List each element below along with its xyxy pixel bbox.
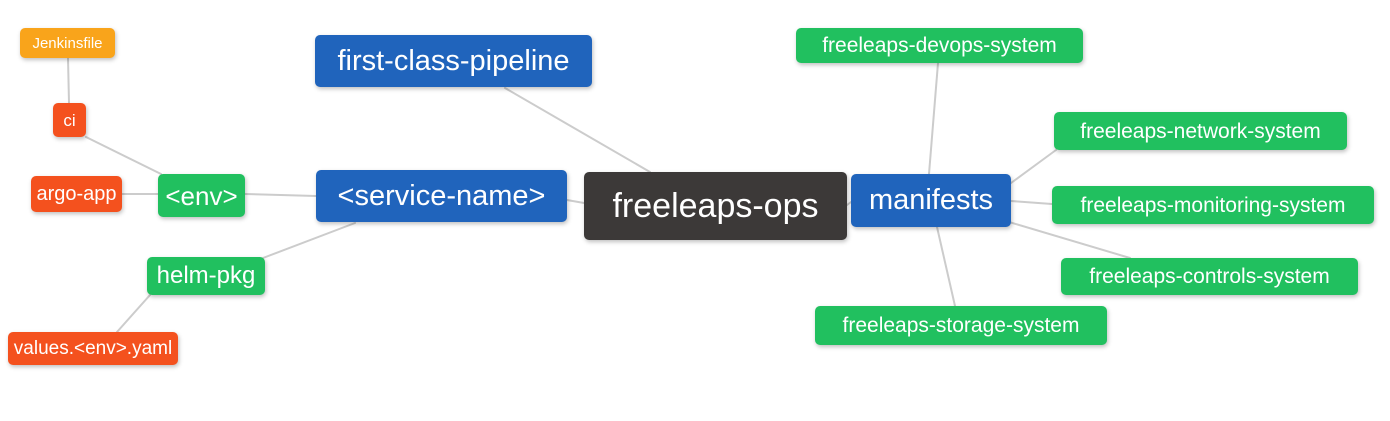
node-first-class-pipeline[interactable]: first-class-pipeline: [315, 35, 592, 87]
edge-ci--env: [85, 136, 162, 175]
node-jenkinsfile[interactable]: Jenkinsfile: [20, 28, 115, 58]
edge-manifests--freeleaps-storage-system: [936, 226, 956, 307]
node-freeleaps-storage-system[interactable]: freeleaps-storage-system: [815, 306, 1107, 345]
edge-first-class-pipeline--freeleaps-ops: [504, 87, 651, 173]
edge-freeleaps-devops-system--manifests: [928, 62, 939, 175]
edge-jenkinsfile--ci: [67, 57, 70, 104]
node-values-env-yaml[interactable]: values.<env>.yaml: [8, 332, 178, 365]
edge-manifests--freeleaps-network-system: [1010, 149, 1057, 184]
node-service-name[interactable]: <service-name>: [316, 170, 567, 222]
node-freeleaps-controls-system[interactable]: freeleaps-controls-system: [1061, 258, 1358, 295]
edge-manifests--freeleaps-controls-system: [1008, 221, 1131, 259]
node-freeleaps-ops[interactable]: freeleaps-ops: [584, 172, 847, 240]
node-argo-app[interactable]: argo-app: [31, 176, 122, 212]
node-env[interactable]: <env>: [158, 174, 245, 217]
node-freeleaps-devops-system[interactable]: freeleaps-devops-system: [796, 28, 1083, 63]
edge-manifests--freeleaps-monitoring-system: [1010, 200, 1053, 205]
node-helm-pkg[interactable]: helm-pkg: [147, 257, 265, 295]
edge-service-name--freeleaps-ops: [566, 199, 585, 204]
edge-service-name--helm-pkg: [262, 222, 356, 259]
node-freeleaps-network-system[interactable]: freeleaps-network-system: [1054, 112, 1347, 150]
node-ci[interactable]: ci: [53, 103, 86, 137]
edge-env--service-name: [244, 193, 317, 197]
node-manifests[interactable]: manifests: [851, 174, 1011, 227]
node-freeleaps-monitoring-system[interactable]: freeleaps-monitoring-system: [1052, 186, 1374, 224]
edge-helm-pkg--values-env-yaml: [116, 294, 151, 333]
